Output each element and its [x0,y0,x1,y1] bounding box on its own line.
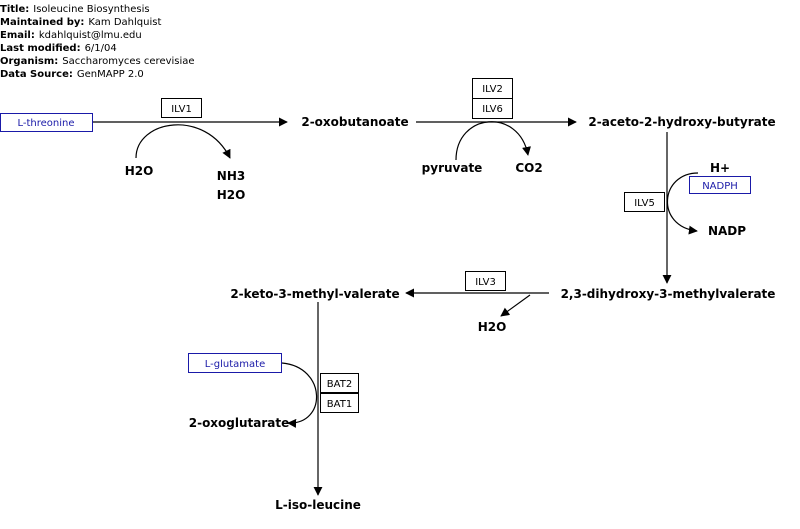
metabolite-l-iso-leucine: L-iso-leucine [275,498,361,512]
title-key: Title: [0,4,30,15]
metabolite-nh3: NH3 [217,169,245,183]
gene-ilv6-label: ILV6 [482,104,503,115]
link-l-threonine[interactable]: L-threonine [0,113,93,132]
metabolite-2-aceto-2-hydroxy-butyrate: 2-aceto-2-hydroxy-butyrate [588,115,775,129]
arc-glutamate-to-oxoglutarate [281,362,318,428]
metabolite-nadp: NADP [708,224,746,238]
link-l-glutamate-label: L-glutamate [205,359,265,370]
pathway-title: Isoleucine Biosynthesis [33,4,150,15]
maintainer-value: Kam Dahlquist [88,17,162,28]
gene-ilv5[interactable]: ILV5 [624,192,665,212]
title-row: Title:Isoleucine Biosynthesis [0,3,195,16]
arrow-to-h2o [500,294,531,317]
link-nadph[interactable]: NADPH [689,176,751,194]
gene-ilv5-label: ILV5 [634,198,655,209]
organism-row: Organism:Saccharomyces cerevisiae [0,55,195,68]
metabolite-2-oxoglutarate: 2-oxoglutarate [189,416,290,430]
modified-key: Last modified: [0,43,81,54]
metabolite-h-plus: H+ [710,161,730,175]
metabolite-2-keto-3-methyl-valerate: 2-keto-3-methyl-valerate [230,287,399,301]
gene-ilv3[interactable]: ILV3 [465,271,506,291]
link-nadph-label: NADPH [702,181,738,192]
email-key: Email: [0,30,35,41]
maintainer-key: Maintained by: [0,17,85,28]
link-l-glutamate[interactable]: L-glutamate [188,353,282,373]
maintainer-row: Maintained by:Kam Dahlquist [0,16,195,29]
modified-row: Last modified:6/1/04 [0,42,195,55]
gene-ilv2-label: ILV2 [482,84,503,95]
email-value: kdahlquist@lmu.edu [38,30,142,41]
gene-bat2[interactable]: BAT2 [320,373,359,393]
email-row: Email:kdahlquist@lmu.edu [0,29,195,42]
organism-key: Organism: [0,56,59,67]
metabolite-2-3-dihydroxy-3-methylvalerate: 2,3-dihydroxy-3-methylvalerate [561,287,776,301]
gene-ilv2[interactable]: ILV2 [472,78,513,99]
gene-bat1[interactable]: BAT1 [320,393,359,413]
metabolite-pyruvate: pyruvate [422,161,483,175]
modified-value: 6/1/04 [84,43,117,54]
gene-bat1-label: BAT1 [327,399,352,410]
arc-h2o-to-nh3 [135,124,231,159]
metabolite-h2o: H2O [125,164,154,178]
source-row: Data Source:GenMAPP 2.0 [0,68,195,81]
gene-ilv1[interactable]: ILV1 [161,98,202,118]
metabolite-h2o-product: H2O [217,188,246,202]
gene-ilv3-label: ILV3 [475,277,496,288]
arc-nadph-to-nadp [666,172,699,235]
metabolite-2-oxobutanoate: 2-oxobutanoate [301,115,408,129]
metabolite-co2: CO2 [515,161,542,175]
pathway-info: Title:Isoleucine Biosynthesis Maintained… [0,3,195,81]
source-value: GenMAPP 2.0 [76,69,144,80]
gene-ilv1-label: ILV1 [171,104,192,115]
gene-ilv6[interactable]: ILV6 [472,98,513,119]
metabolite-h2o-dehydratase: H2O [478,320,507,334]
arc-pyruvate-to-co2 [455,121,531,161]
link-l-threonine-label: L-threonine [17,118,74,129]
source-key: Data Source: [0,69,73,80]
organism-value: Saccharomyces cerevisiae [62,56,195,67]
gene-bat2-label: BAT2 [327,379,352,390]
